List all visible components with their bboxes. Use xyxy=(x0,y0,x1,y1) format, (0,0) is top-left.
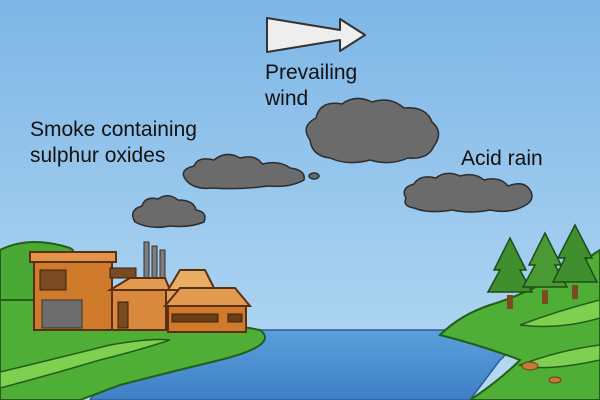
right-ground-stripe xyxy=(519,299,600,328)
tree-icon xyxy=(551,223,599,299)
right-ground-stripe-2 xyxy=(517,344,600,369)
cloud-icon xyxy=(131,195,206,229)
factory-icon xyxy=(29,241,253,333)
tree-icon xyxy=(521,231,569,304)
tree-icon xyxy=(486,236,534,309)
smoke-label: Smoke containing sulphur oxides xyxy=(30,117,197,169)
cloud-icon xyxy=(182,153,320,190)
acid-rain-label: Acid rain xyxy=(461,147,543,170)
wind-label-line-1: Prevailing xyxy=(265,61,358,84)
wind-label: Prevailing wind xyxy=(265,60,357,112)
wind-label-line-2: wind xyxy=(265,87,309,110)
left-ground-stripe xyxy=(0,338,171,389)
wind-arrow-icon xyxy=(266,17,366,53)
cloud-icon xyxy=(305,97,440,164)
smoke-label-line-2: sulphur oxides xyxy=(30,144,166,167)
rock xyxy=(521,361,539,371)
cloud-icon xyxy=(403,172,533,213)
rock xyxy=(548,376,562,384)
smoke-label-line-1: Smoke containing xyxy=(30,118,197,141)
